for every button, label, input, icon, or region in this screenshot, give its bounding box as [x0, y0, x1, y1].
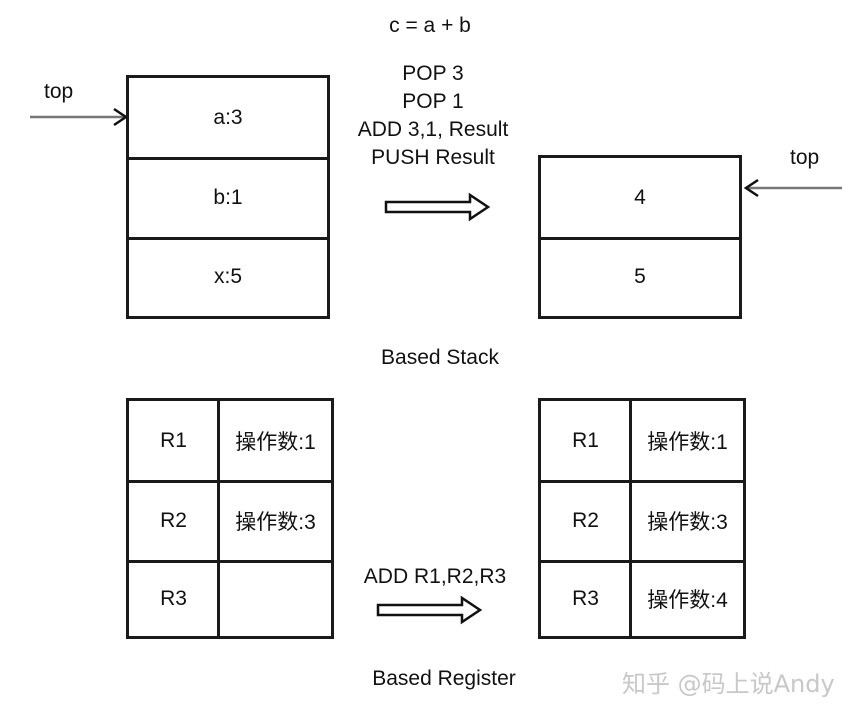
left-register-table: R1 操作数:1 R2 操作数:3 R3	[126, 398, 334, 639]
right-reg-r3: R3	[572, 587, 599, 610]
stack-divider	[129, 157, 327, 160]
right-reg-r3-value: 操作数:4	[647, 589, 728, 612]
right-stack-cell-result: 4	[634, 186, 646, 209]
equation-title: c = a + b	[389, 14, 471, 37]
register-row-divider	[541, 480, 743, 483]
left-reg-r3: R3	[160, 587, 187, 610]
left-top-label: top	[44, 80, 74, 103]
right-top-pointer-arrow	[743, 178, 842, 198]
stack-divider	[541, 237, 739, 240]
right-stack: 4 5	[538, 155, 742, 319]
left-reg-r2-value: 操作数:3	[235, 511, 316, 534]
register-transition-arrow	[376, 595, 483, 625]
right-reg-r2-value: 操作数:3	[647, 511, 728, 534]
register-row-divider	[129, 560, 331, 563]
watermark: 知乎 @码上说Andy	[622, 670, 835, 698]
right-stack-cell-x: 5	[634, 265, 646, 288]
left-reg-r2: R2	[160, 509, 187, 532]
left-reg-r3-value	[220, 561, 331, 637]
left-reg-r1: R1	[160, 429, 187, 452]
stack-op-1: POP 3	[402, 62, 464, 85]
register-op: ADD R1,R2,R3	[363, 565, 507, 588]
stack-transition-arrow	[384, 192, 491, 222]
register-col-divider	[629, 401, 632, 636]
left-stack-cell-x: x:5	[213, 265, 242, 288]
right-reg-r2: R2	[572, 509, 599, 532]
right-top-label: top	[790, 146, 820, 169]
right-reg-r1: R1	[572, 429, 599, 452]
right-register-table: R1 操作数:1 R2 操作数:3 R3 操作数:4	[538, 398, 746, 639]
based-register-caption: Based Register	[372, 667, 516, 690]
left-stack-cell-a: a:3	[213, 106, 243, 129]
stack-op-2: POP 1	[402, 90, 464, 113]
right-reg-r1-value: 操作数:1	[647, 431, 728, 454]
register-row-divider	[129, 480, 331, 483]
based-stack-caption: Based Stack	[381, 346, 499, 369]
stack-op-4: PUSH Result	[371, 146, 495, 169]
stack-divider	[129, 237, 327, 240]
stack-op-3: ADD 3,1, Result	[357, 118, 509, 141]
left-reg-r1-value: 操作数:1	[235, 431, 316, 454]
register-col-divider	[217, 401, 220, 636]
left-stack: a:3 b:1 x:5	[126, 75, 330, 319]
left-stack-cell-b: b:1	[213, 186, 243, 209]
register-row-divider	[541, 560, 743, 563]
left-top-pointer-arrow	[30, 107, 129, 127]
